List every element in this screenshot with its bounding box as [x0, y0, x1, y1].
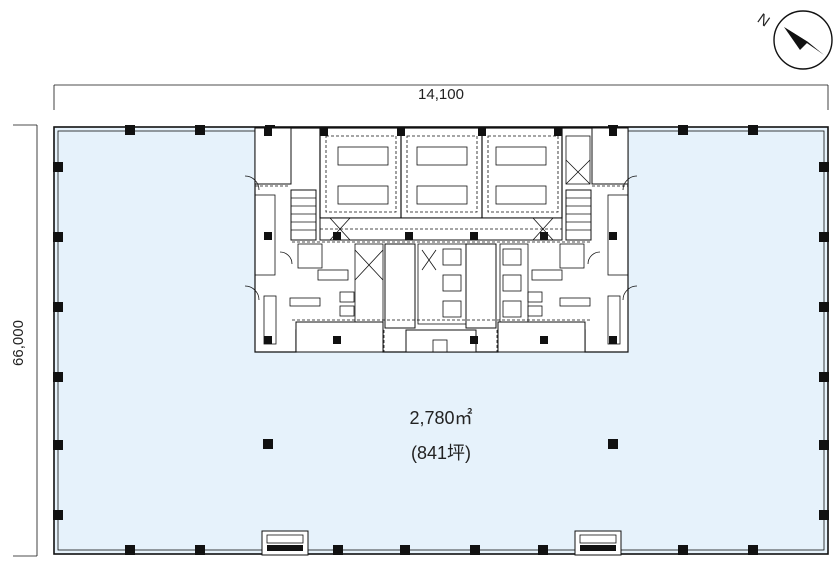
compass-north-label: N — [754, 10, 773, 30]
entrance-right — [574, 530, 622, 556]
width-dimension: 14,100 — [53, 84, 829, 110]
height-dimension: 66,000 — [10, 124, 38, 557]
north-arrow-shadow — [784, 27, 808, 50]
entrance-left — [261, 530, 309, 556]
building-core — [244, 127, 638, 353]
height-label: 66,000 — [10, 320, 27, 366]
floor-area-tsubo-label: (841坪) — [411, 443, 471, 463]
compass: N — [754, 10, 833, 70]
width-label: 14,100 — [418, 86, 464, 103]
floor-area-label: 2,780㎡ — [409, 407, 472, 428]
